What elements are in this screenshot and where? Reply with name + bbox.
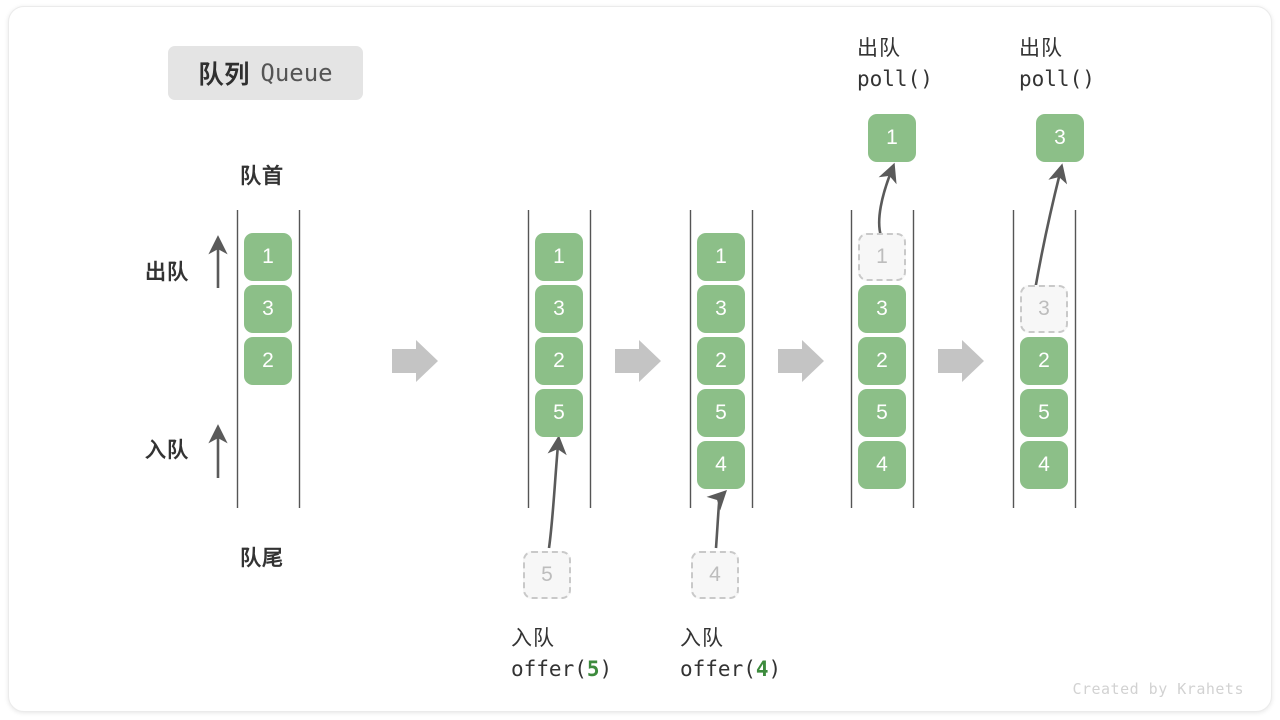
flow-arrow-2-icon [615,340,661,382]
op-label-offer-4-cn: 入队 [680,627,724,650]
queue-cell: 5 [1020,389,1068,437]
rails-stage-4 [850,210,915,508]
label-enqueue-direction: 入队 [145,439,189,462]
offer-5-prefix: offer( [511,657,587,681]
label-queue-front: 队首 [240,165,284,188]
queue-cell: 4 [1020,441,1068,489]
queue-cell: 2 [1020,337,1068,385]
offer-4-prefix: offer( [680,657,756,681]
op-label-offer-5-code: offer(5) [511,657,612,681]
incoming-ghost-cell: 5 [523,551,571,599]
poll-3-arrow-icon [1033,163,1068,291]
queue-cell: 5 [697,389,745,437]
offer-5-suffix: ) [599,657,613,681]
offer-4-value: 4 [755,657,769,681]
queue-cell-removed-ghost: 1 [858,233,906,281]
popped-cell: 1 [868,114,916,162]
rails-stage-3 [689,210,754,508]
label-queue-rear: 队尾 [240,547,284,570]
rails-stage-2 [527,210,592,508]
queue-cell: 3 [697,285,745,333]
rails-stage-5 [1012,210,1077,508]
queue-cell: 5 [858,389,906,437]
queue-cell: 1 [535,233,583,281]
diagram-title-chip: 队列 Queue [168,46,363,100]
queue-cell-new: 4 [697,441,745,489]
queue-cell: 2 [244,337,292,385]
watermark-credit: Created by Krahets [1072,680,1244,698]
queue-cell: 2 [858,337,906,385]
queue-cell: 2 [697,337,745,385]
incoming-ghost-cell: 4 [691,551,739,599]
diagram-title-en: Queue [260,59,333,87]
op-label-offer-4-code: offer(4) [680,657,781,681]
op-label-poll-1-code: poll() [857,67,933,91]
queue-cell-new: 5 [535,389,583,437]
offer-4-suffix: ) [768,657,782,681]
offer-5-arrow-icon [547,435,567,549]
queue-cell: 1 [244,233,292,281]
queue-cell: 3 [535,285,583,333]
op-label-poll-3-cn: 出队 [1019,37,1063,60]
flow-arrow-1-icon [392,340,438,382]
flow-arrow-3-icon [778,340,824,382]
poll-1-arrow-icon [877,162,897,237]
op-label-poll-3-code: poll() [1019,67,1095,91]
queue-cell: 2 [535,337,583,385]
op-label-offer-5-cn: 入队 [511,627,555,650]
label-dequeue-direction: 出队 [145,261,189,284]
op-label-poll-1-cn: 出队 [857,37,901,60]
popped-cell: 3 [1036,114,1084,162]
queue-cell: 3 [244,285,292,333]
flow-arrow-4-icon [938,340,984,382]
offer-5-value: 5 [586,657,600,681]
diagram-title-cn: 队列 [198,61,251,89]
queue-cell: 4 [858,441,906,489]
queue-cell-removed-ghost: 3 [1020,285,1068,333]
offer-4-arrow-icon [706,489,727,549]
queue-cell: 1 [697,233,745,281]
rails-stage-1 [236,210,301,508]
queue-cell: 3 [858,285,906,333]
